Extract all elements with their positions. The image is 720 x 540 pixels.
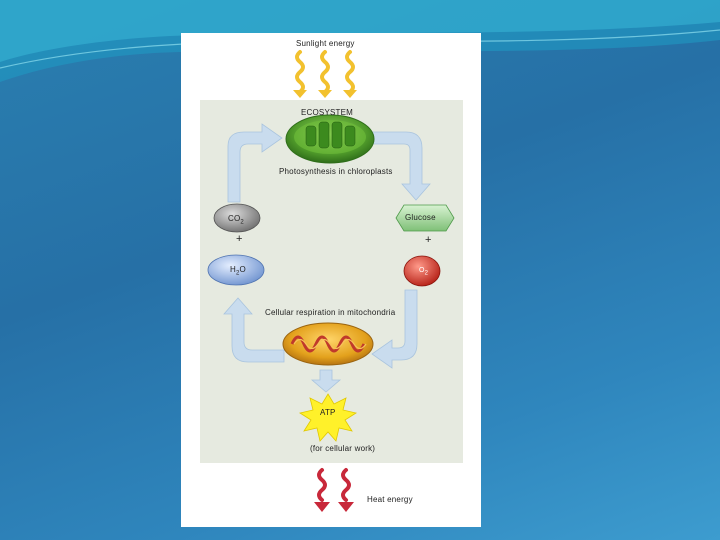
sunlight-energy-label: Sunlight energy (296, 39, 355, 48)
atp-label: ATP (320, 408, 336, 417)
cellular-respiration-label: Cellular respiration in mitochondria (265, 308, 396, 317)
heat-energy-label: Heat energy (367, 495, 413, 504)
cycle-arrows (223, 123, 431, 393)
glucose-molecule (395, 204, 455, 232)
plus-right: + (425, 234, 432, 246)
mitochondrion-icon (282, 322, 374, 366)
atp-burst-icon (298, 393, 358, 442)
chloroplast-icon (285, 114, 375, 164)
heat-wave-icon (314, 468, 354, 512)
co2-molecule (213, 203, 261, 233)
photosynthesis-label: Photosynthesis in chloroplasts (279, 167, 393, 176)
o2-label: O2 (419, 267, 429, 277)
cellular-work-label: (for cellular work) (310, 444, 376, 453)
o2-molecule (403, 255, 441, 287)
glucose-label: Glucose (405, 213, 436, 222)
sun-wave-icon (293, 50, 357, 98)
co2-label: CO2 (228, 214, 244, 226)
h2o-label: H2O (230, 265, 246, 277)
ecosystem-label: ECOSYSTEM (301, 108, 354, 117)
plus-left: + (236, 233, 243, 245)
h2o-molecule (207, 254, 265, 286)
